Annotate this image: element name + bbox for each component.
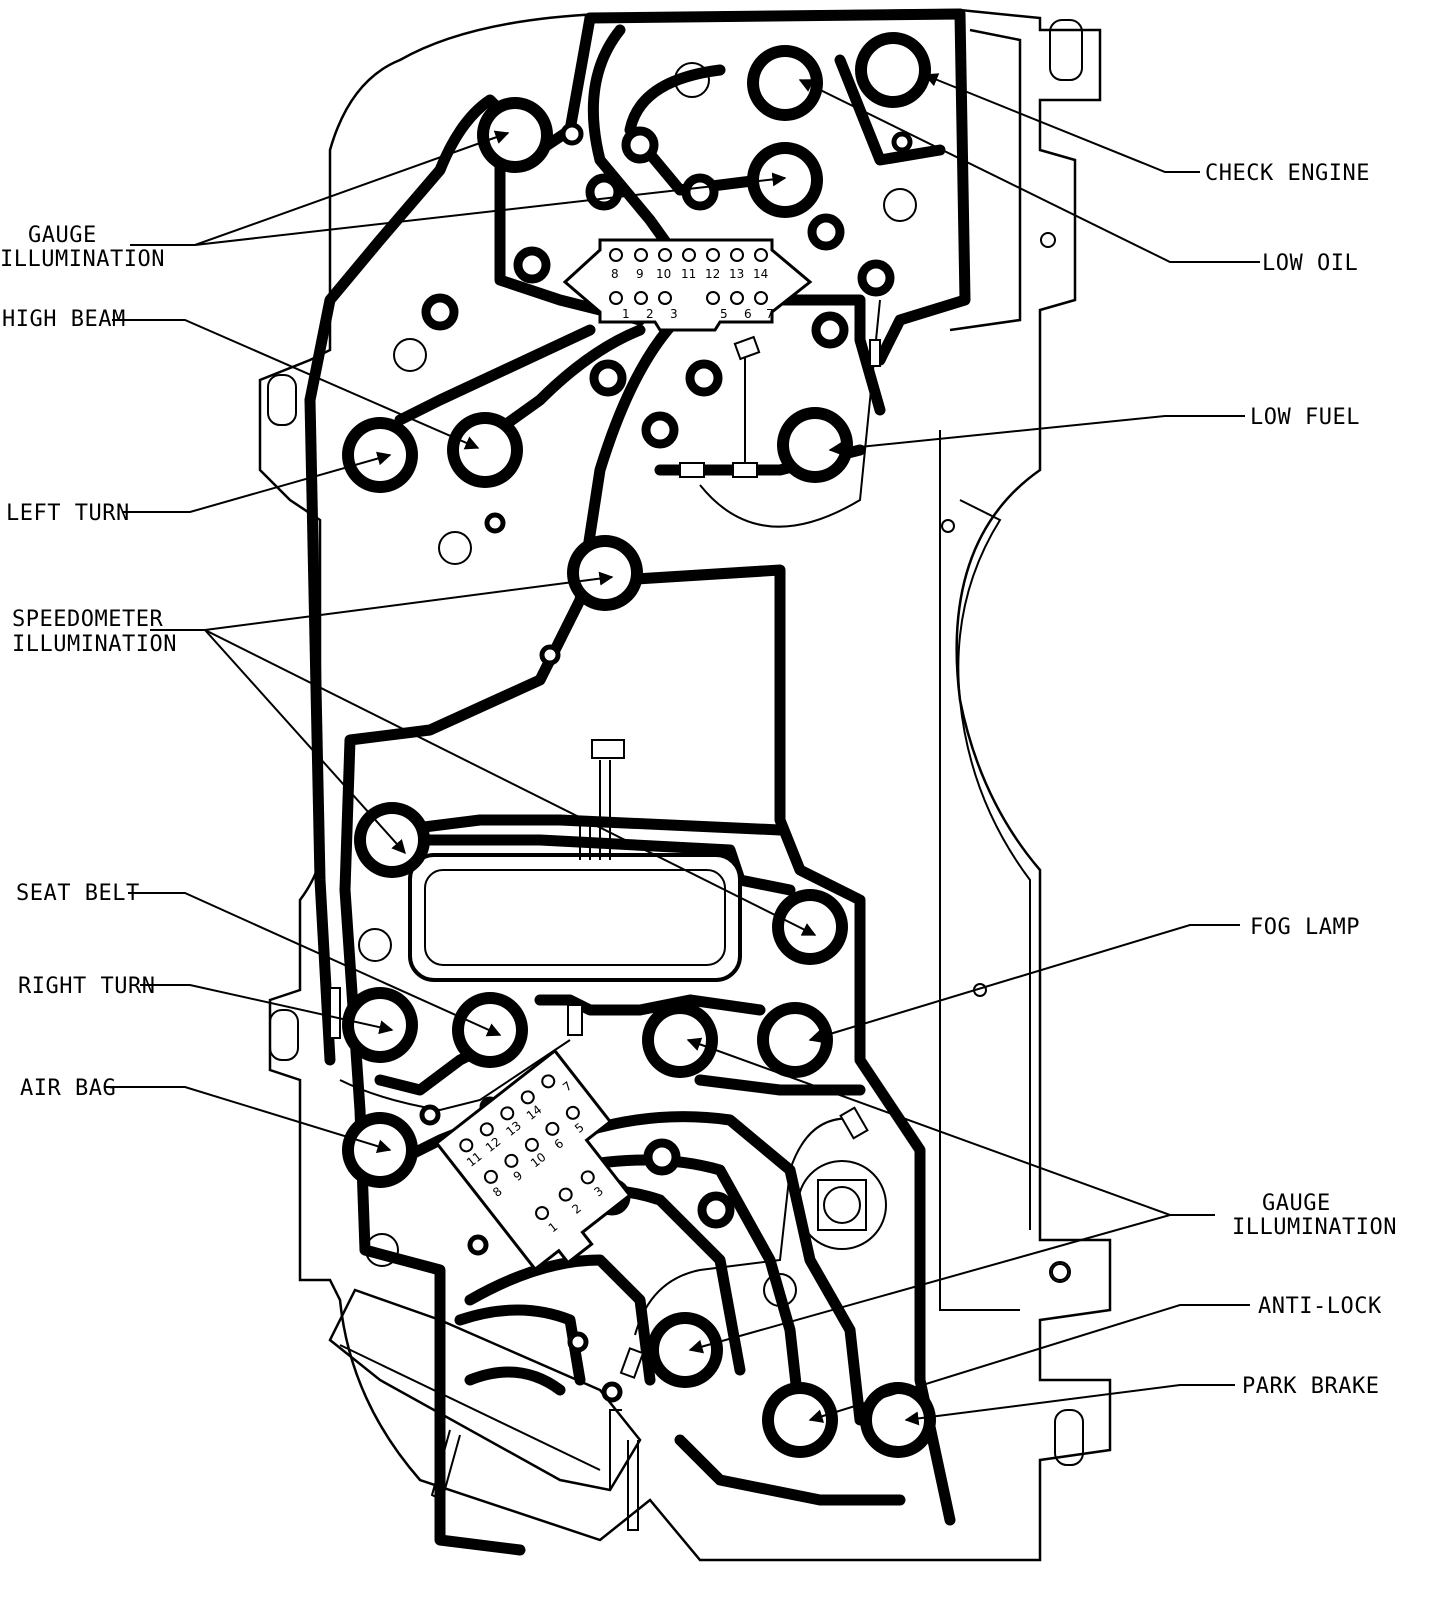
top-pin-label: 7 xyxy=(766,307,774,321)
bottom-connector: 1 2 3 5 6 7 8 9 10 11 12 13 14 xyxy=(434,1048,632,1272)
top-pin-label: 12 xyxy=(705,267,720,281)
top-pin-label: 14 xyxy=(753,267,768,281)
label-air-bag: AIR BAG xyxy=(20,1076,116,1101)
bulb-socket-gauge-illumination-1 xyxy=(477,97,553,173)
top-pin-label: 2 xyxy=(646,307,654,321)
bulb-socket-fog-lamp xyxy=(757,1002,833,1078)
top-pin-label: 11 xyxy=(681,267,696,281)
bottom-brackets xyxy=(328,299,887,1531)
bulb-socket-gauge-illumination-4 xyxy=(647,1312,723,1388)
label-high-beam: HIGH BEAM xyxy=(2,307,126,332)
top-pin-label: 6 xyxy=(744,307,752,321)
top-pin-label: 3 xyxy=(670,307,678,321)
bulb-socket-gauge-illumination-2 xyxy=(747,142,823,218)
callout-labels: CHECK ENGINE LOW OIL LOW FUEL GAUGE ILLU… xyxy=(0,161,1397,1399)
top-pin-label: 5 xyxy=(720,307,728,321)
bulb-socket-park-brake xyxy=(860,1382,936,1458)
top-connector-top-row-pins: 8 9 10 11 12 13 14 xyxy=(609,248,768,281)
bulb-socket-check-engine xyxy=(855,32,931,108)
label-speedometer-illumination-line2: ILLUMINATION xyxy=(12,632,177,657)
label-anti-lock: ANTI-LOCK xyxy=(1258,1294,1382,1319)
top-pin-label: 8 xyxy=(611,267,619,281)
top-pin-label: 9 xyxy=(636,267,644,281)
bulb-socket-air-bag xyxy=(342,1112,418,1188)
top-connector: 8 9 10 11 12 13 14 1 2 3 5 6 7 xyxy=(562,238,813,332)
bulb-socket-high-beam xyxy=(447,412,523,488)
circuit-tracks xyxy=(304,8,971,1556)
label-check-engine: CHECK ENGINE xyxy=(1205,161,1370,186)
label-gauge-illumination-bottom-line1: GAUGE xyxy=(1262,1191,1331,1216)
mounting-holes xyxy=(358,62,1071,1307)
label-park-brake: PARK BRAKE xyxy=(1242,1374,1379,1399)
bulb-socket-anti-lock xyxy=(762,1382,838,1458)
bulb-socket-speedometer-illumination-3 xyxy=(772,889,848,965)
bulb-socket-gauge-illumination-3 xyxy=(642,1002,718,1078)
label-gauge-illumination-bottom-line2: ILLUMINATION xyxy=(1232,1215,1397,1240)
label-fog-lamp: FOG LAMP xyxy=(1250,915,1360,940)
label-gauge-illumination-top-line1: GAUGE xyxy=(28,223,97,248)
bulb-socket-speedometer-illumination-1 xyxy=(567,535,643,611)
bulb-socket-left-turn xyxy=(342,417,418,493)
top-connector-bottom-row-pins: 1 2 3 5 6 7 xyxy=(609,291,774,321)
label-low-oil: LOW OIL xyxy=(1262,251,1358,276)
top-pin-label: 1 xyxy=(622,307,630,321)
bulb-sockets xyxy=(342,32,936,1458)
label-speedometer-illumination-line1: SPEEDOMETER xyxy=(12,607,163,632)
label-low-fuel: LOW FUEL xyxy=(1250,405,1360,430)
top-pin-label: 10 xyxy=(656,267,671,281)
label-seat-belt: SEAT BELT xyxy=(16,881,140,906)
leader-lines xyxy=(104,73,1260,1426)
bulb-socket-low-oil xyxy=(747,45,823,121)
label-gauge-illumination-top-line2: ILLUMINATION xyxy=(0,247,165,272)
bulb-socket-low-fuel xyxy=(777,407,853,483)
label-left-turn: LEFT TURN xyxy=(6,501,130,526)
top-pin-label: 13 xyxy=(729,267,744,281)
speedometer-window xyxy=(408,739,742,982)
bulb-socket-right-turn xyxy=(342,987,418,1063)
label-right-turn: RIGHT TURN xyxy=(18,974,155,999)
